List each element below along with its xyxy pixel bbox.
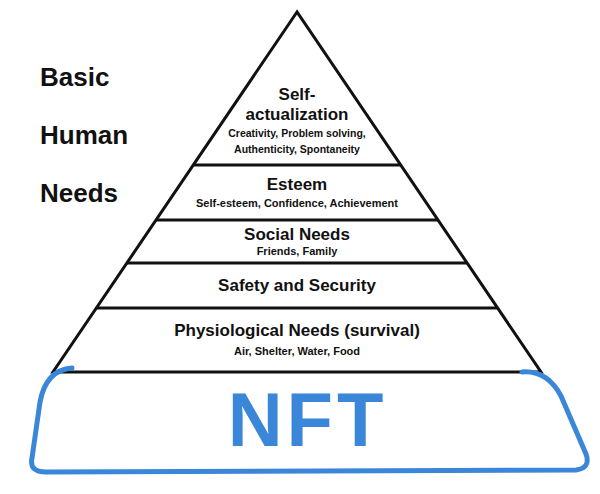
level-examples: Air, Shelter, Water, Food	[234, 342, 360, 360]
band-divider	[96, 307, 498, 310]
pyramid-outline	[53, 12, 541, 372]
band-divider	[193, 164, 401, 167]
level-heading: Safety and Security	[218, 276, 376, 296]
level-heading: Esteem	[267, 175, 327, 195]
pyramid-band: Safety and Security	[130, 264, 464, 307]
diagram-title: Basic Human Needs	[40, 48, 140, 222]
nft-label: NFT	[228, 378, 388, 462]
band-divider	[127, 262, 467, 265]
pyramid-band: Physiological Needs (survival)Air, Shelt…	[100, 309, 494, 371]
pyramid-band: Self-actualizationCreativity, Problem so…	[200, 78, 394, 164]
nft-base: NFT	[20, 360, 595, 480]
pyramid-band: Social NeedsFriends, Family	[160, 221, 434, 262]
nft-outline-stroke	[32, 368, 588, 472]
level-examples: Creativity, Problem solving, Authenticit…	[207, 125, 387, 157]
level-examples: Self-esteem, Confidence, Achievement	[196, 195, 398, 211]
level-heading: Physiological Needs (survival)	[174, 320, 420, 342]
level-examples: Friends, Family	[257, 244, 338, 258]
level-heading: Social Needs	[244, 225, 350, 244]
pyramid-band: EsteemSelf-esteem, Confidence, Achieveme…	[150, 166, 444, 219]
band-divider	[156, 219, 438, 222]
level-heading: Self-actualization	[236, 85, 358, 125]
